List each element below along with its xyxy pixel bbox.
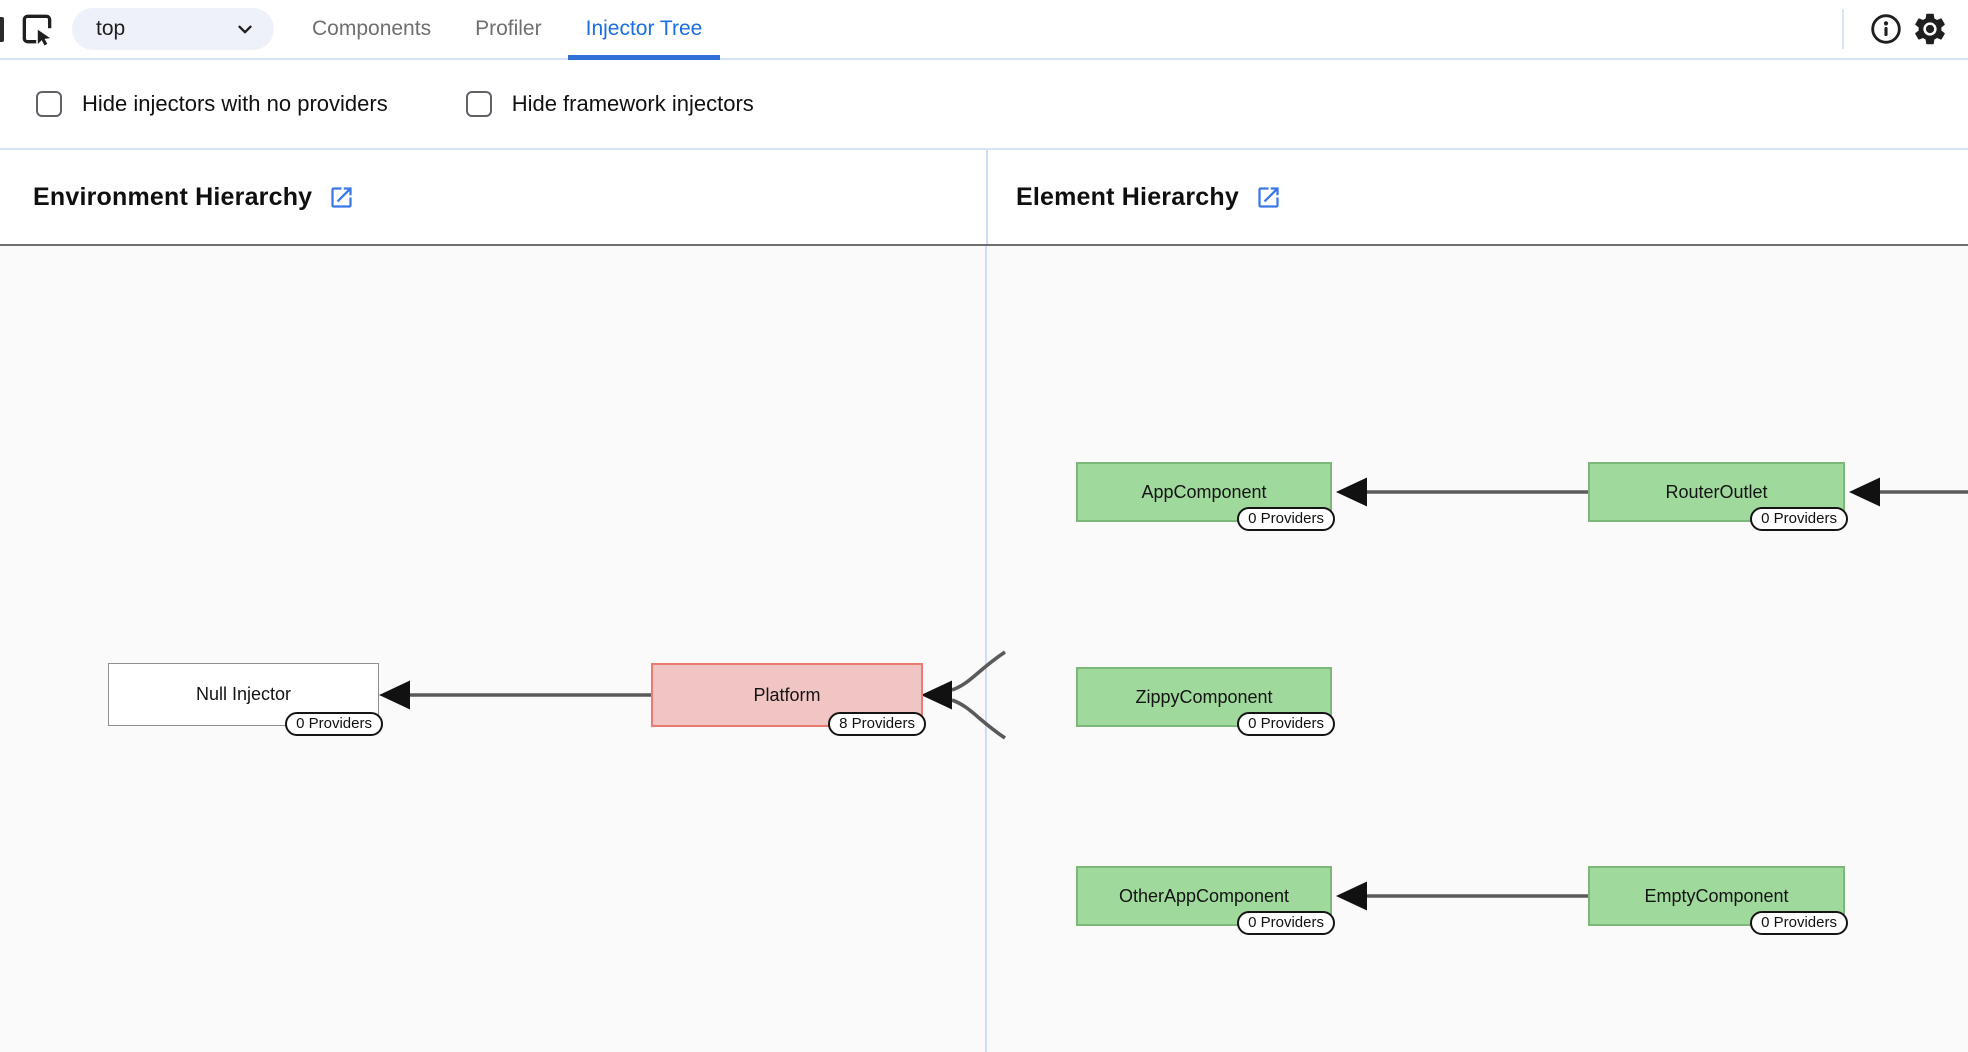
filter-hide-framework: Hide framework injectors	[465, 91, 754, 117]
node-label: Platform	[753, 684, 821, 705]
hide-no-providers-label: Hide injectors with no providers	[82, 91, 388, 116]
node-label: Null Injector	[195, 684, 292, 704]
panel-header-divider	[986, 150, 988, 244]
inspect-element-button[interactable]	[17, 9, 57, 49]
node-label: OtherAppComponent	[1118, 885, 1290, 906]
panel-headers: Environment Hierarchy Element Hierarchy	[0, 150, 1968, 246]
node-label: ZippyComponent	[1135, 686, 1273, 707]
toolbar-divider	[1842, 9, 1844, 49]
providers-badge: 0 Providers	[1237, 712, 1335, 736]
graph-node-router-outlet[interactable]: RouterOutlet 0 Providers	[1588, 462, 1848, 531]
frame-selector[interactable]: top	[72, 8, 274, 50]
tab-bar: Components Profiler Injector Tree	[294, 0, 728, 60]
providers-badge: 0 Providers	[1750, 911, 1848, 935]
active-tab-underline	[567, 55, 721, 60]
info-icon	[1871, 14, 1901, 44]
element-hierarchy-title: Element Hierarchy	[1016, 182, 1239, 211]
providers-badge: 0 Providers	[285, 712, 383, 736]
hide-no-providers-checkbox[interactable]	[36, 91, 62, 117]
settings-button[interactable]	[1908, 7, 1952, 51]
providers-badge: 8 Providers	[828, 712, 926, 736]
environment-hierarchy-header: Environment Hierarchy	[0, 150, 986, 244]
element-hierarchy-header: Element Hierarchy	[988, 150, 1968, 244]
graph-node-platform[interactable]: Platform 8 Providers	[651, 663, 926, 736]
node-label: EmptyComponent	[1644, 885, 1789, 906]
tab-injector-tree[interactable]: Injector Tree	[567, 0, 721, 60]
toolbar-right	[1842, 7, 1968, 51]
graph-panel-divider	[985, 246, 987, 1052]
toolbar: top Components Profiler Injector Tree	[0, 0, 1968, 60]
graph-node-null-injector[interactable]: Null Injector 0 Providers	[108, 663, 383, 736]
clipped-toolbar-icon	[0, 16, 4, 42]
providers-badge: 0 Providers	[1237, 911, 1335, 935]
providers-badge: 0 Providers	[1750, 507, 1848, 531]
info-button[interactable]	[1864, 7, 1908, 51]
open-in-new-icon	[1258, 186, 1279, 208]
frame-selector-value: top	[96, 17, 126, 40]
graph-node-zippy-component[interactable]: ZippyComponent 0 Providers	[1076, 667, 1335, 736]
open-in-new-icon	[331, 186, 352, 208]
inspect-icon	[22, 14, 54, 46]
gear-icon	[1915, 13, 1945, 45]
node-label: AppComponent	[1141, 481, 1267, 502]
filter-hide-no-providers: Hide injectors with no providers	[36, 91, 388, 117]
tab-components[interactable]: Components	[294, 0, 449, 58]
tab-profiler-label: Profiler	[475, 17, 542, 40]
graph-edges	[379, 477, 1968, 911]
tab-components-label: Components	[312, 17, 432, 40]
graph-node-app-component[interactable]: AppComponent 0 Providers	[1076, 462, 1335, 531]
tab-profiler[interactable]: Profiler	[457, 0, 560, 58]
hide-framework-label: Hide framework injectors	[511, 91, 754, 116]
hide-framework-checkbox[interactable]	[465, 91, 492, 117]
node-label: RouterOutlet	[1665, 481, 1768, 502]
element-open-link[interactable]	[1255, 184, 1282, 211]
providers-badge: 0 Providers	[1237, 507, 1335, 531]
environment-open-link[interactable]	[328, 184, 355, 211]
environment-hierarchy-title: Environment Hierarchy	[33, 182, 313, 211]
chevron-down-icon	[238, 25, 252, 34]
tab-injector-tree-label: Injector Tree	[585, 17, 703, 40]
graph-node-empty-component[interactable]: EmptyComponent 0 Providers	[1588, 866, 1848, 935]
graph-node-other-app-component[interactable]: OtherAppComponent 0 Providers	[1076, 866, 1335, 935]
filter-bar: Hide injectors with no providers Hide fr…	[0, 60, 1968, 150]
